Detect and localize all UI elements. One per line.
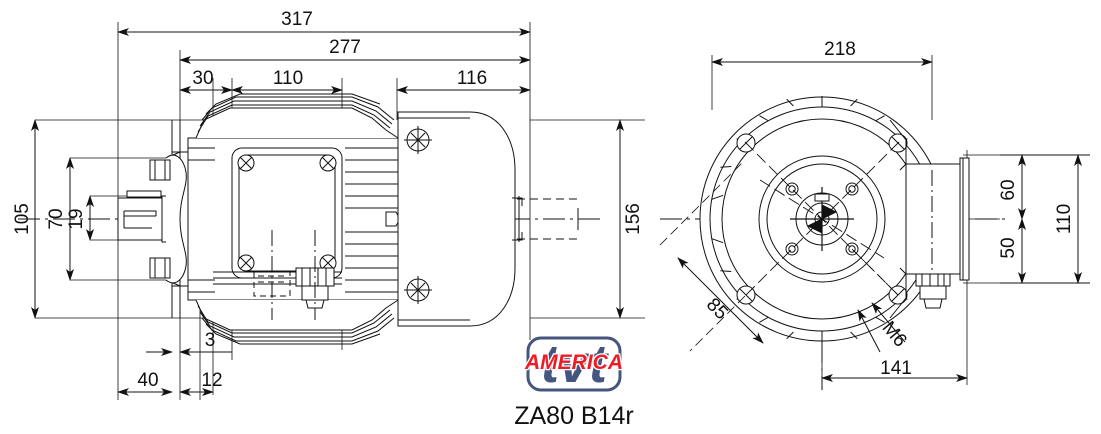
dimension-lines (31, 28, 1090, 396)
dim-terminal-box-above-centre: 60 (998, 179, 1019, 200)
dim-spigot-length: 12 (201, 370, 222, 391)
dim-shaft-length: 40 (137, 370, 158, 391)
dim-terminal-box-below-centre: 50 (998, 237, 1019, 258)
terminal-box (899, 157, 970, 309)
dim-frame-outer-width: 218 (824, 39, 856, 60)
output-shaft (117, 190, 173, 243)
motor-housing (187, 93, 401, 345)
dim-flange-to-housing: 30 (192, 68, 213, 89)
dim-flange-outer-diameter: 105 (12, 203, 33, 235)
tvt-america-logo: tvt AMERICA (523, 334, 625, 394)
dim-flange-pcd: 70 (46, 208, 67, 229)
dim-flange-thickness: 3 (205, 330, 216, 351)
dim-body-length: 277 (329, 37, 361, 58)
dim-terminal-box-height: 110 (1054, 204, 1075, 234)
mounting-flange (149, 120, 189, 318)
shaft-end (790, 187, 854, 251)
logo-sub-text: AMERICA (524, 351, 623, 374)
dim-bolt-circle-diameter: 85 (702, 294, 732, 324)
dim-shaft-diameter: 19 (66, 208, 87, 229)
dim-overall-height: 156 (623, 203, 644, 235)
logo-brand-text: tvt (541, 334, 609, 394)
dim-fan-cowl-length: 116 (457, 68, 487, 89)
dim-overall-length: 317 (281, 9, 313, 30)
end-elevation-view (660, 55, 1015, 390)
dim-terminal-box-length: 110 (273, 68, 303, 89)
dim-centre-to-terminal-face: 141 (880, 358, 912, 379)
side-elevation-view (18, 22, 645, 400)
fan-cowl (397, 111, 580, 327)
drawing-caption: ZA80 B14r (514, 402, 634, 430)
